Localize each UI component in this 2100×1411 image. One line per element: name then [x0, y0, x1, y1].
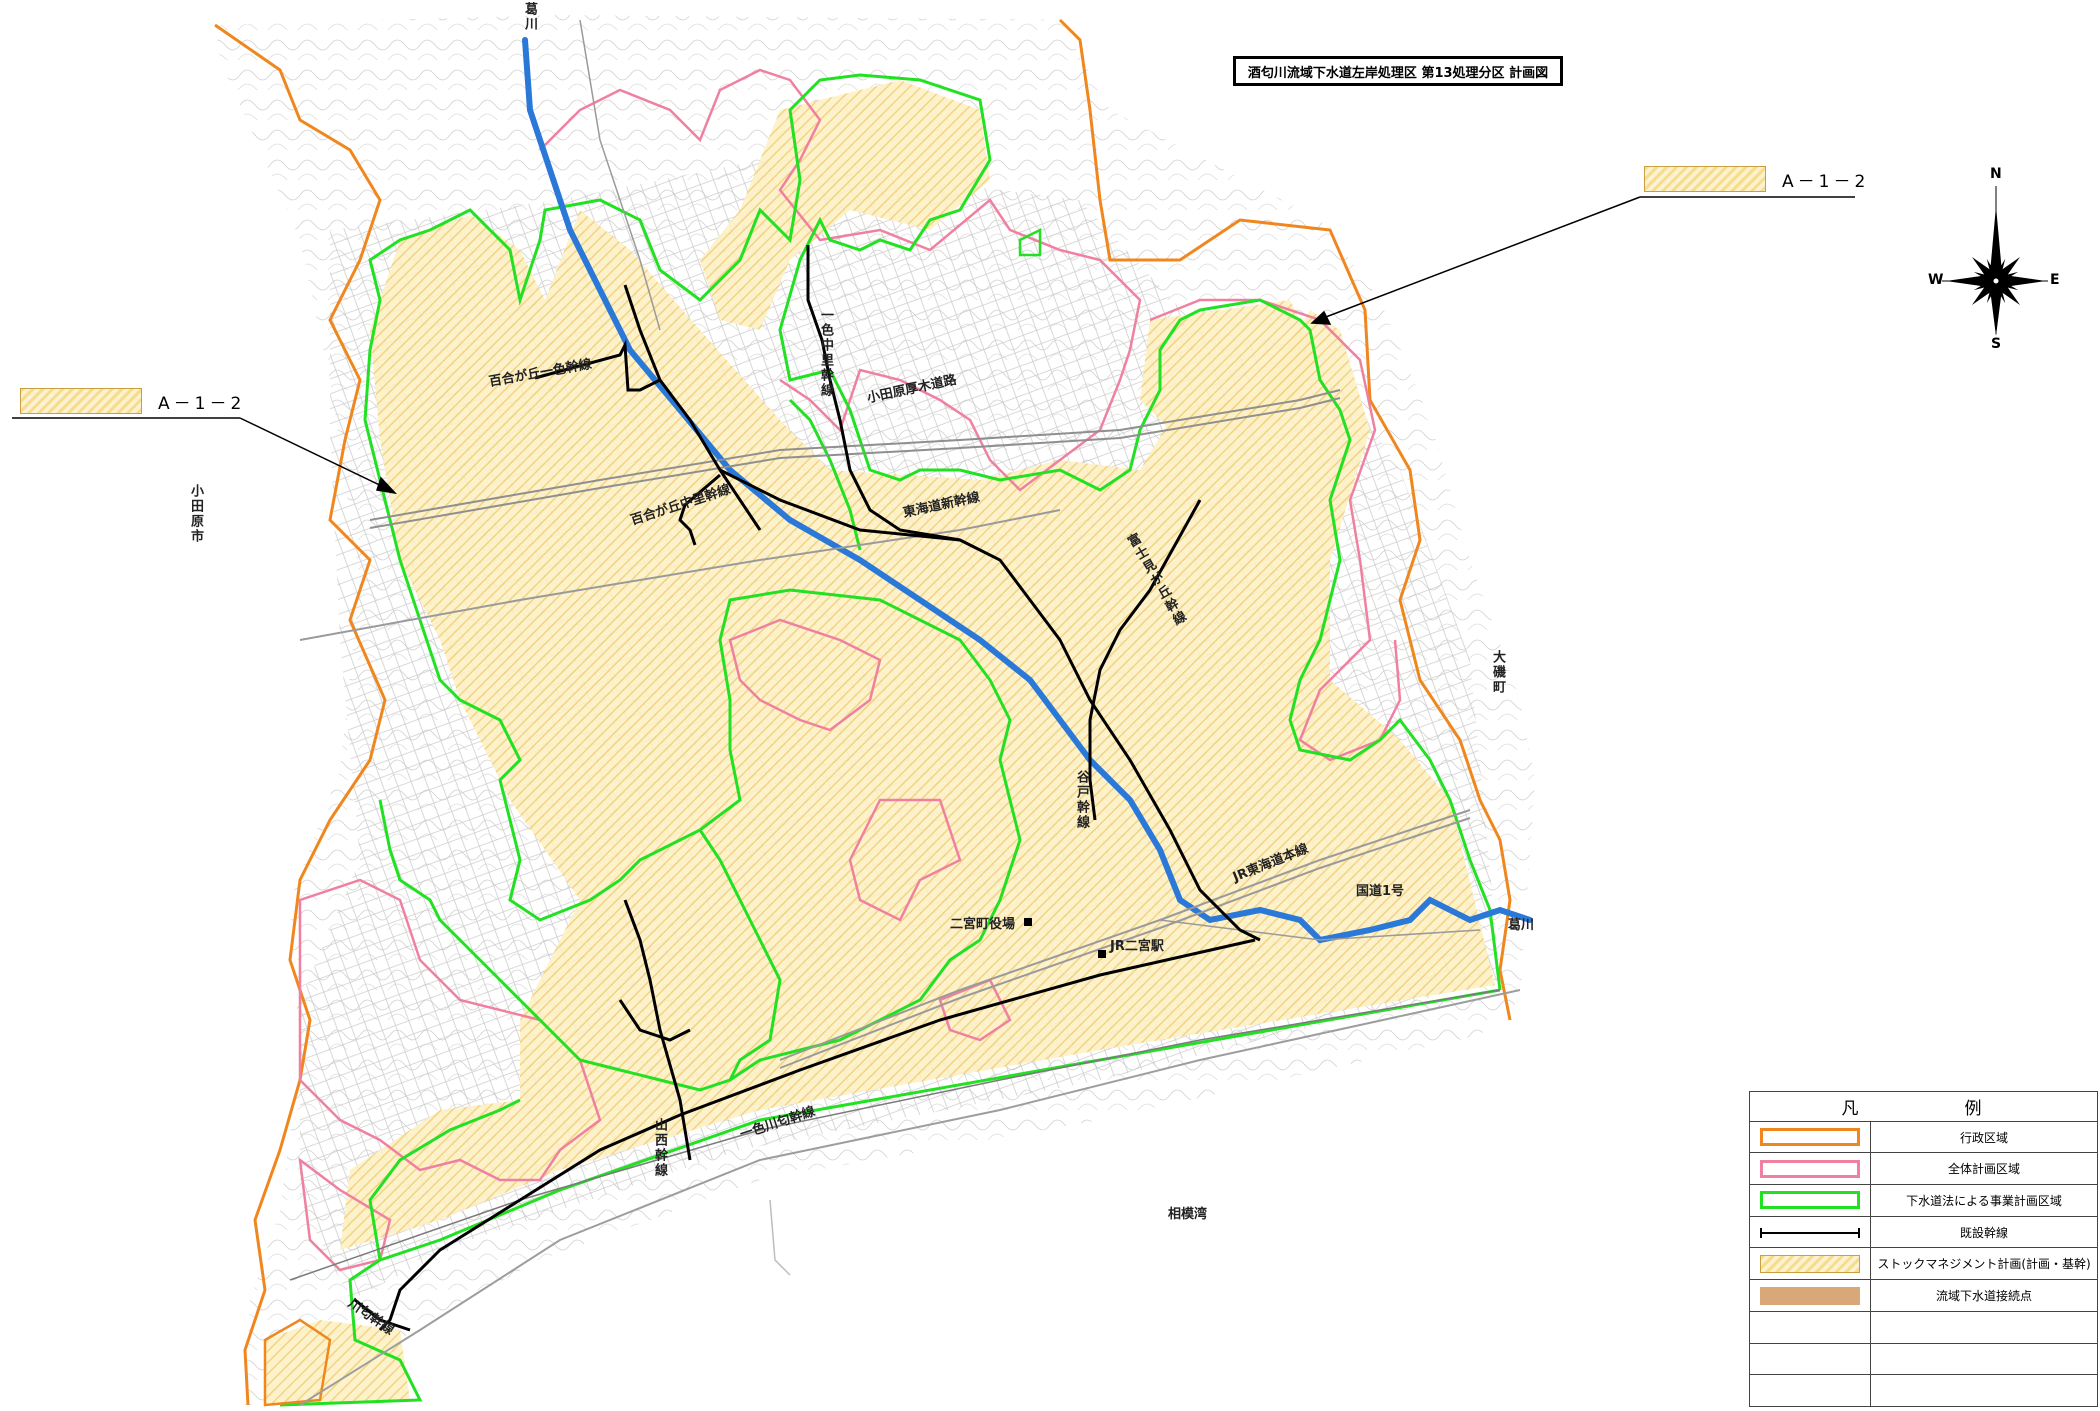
- project-plan-boundary: [263, 73, 1502, 1407]
- administrative-boundary: [214, 18, 1512, 1406]
- compass-west: W: [1928, 272, 1944, 288]
- label-ninomiya-town-hall: 二宮町役場: [950, 917, 1016, 932]
- legend-label-admin: 行政区域: [1870, 1120, 2098, 1154]
- legend-swatch-plan: [1760, 1159, 1860, 1178]
- roads: [289, 19, 1501, 1281]
- legend-row-stock: ストックマネジメント計画(計画・基幹): [1749, 1247, 2098, 1281]
- map-title: 酒匂川流域下水道左岸処理区 第13処理分区 計画図: [1233, 56, 1563, 86]
- station-marker: [1098, 950, 1106, 958]
- trunk-fujimigaoka: [1088, 499, 1202, 821]
- sheet-swatch-right: [1644, 166, 1766, 192]
- stock-management-areas: [265, 80, 1495, 1405]
- legend-header: 凡 例: [1749, 1091, 2098, 1122]
- trunk-yurigaoka-isshiki: [534, 339, 661, 392]
- label-katsuragawa-right: 葛川: [1508, 918, 1535, 933]
- sheet-label-left-text: A－1－2: [158, 393, 246, 414]
- sheet-label-right-text: A－1－2: [1782, 171, 1870, 192]
- trunk-main-north: [623, 284, 762, 531]
- legend-swatch-trunk: [1760, 1227, 1860, 1238]
- legend-label-plan: 全体計画区域: [1870, 1152, 2098, 1186]
- legend-row-empty: [1749, 1374, 2098, 1407]
- sheet-label-right: A－1－2: [1644, 166, 1869, 192]
- legend-swatch-project: [1760, 1191, 1860, 1210]
- legend-table: 凡 例 行政区域 全体計画区域 下水道法による事業計画区域 既設幹線 ストックマ…: [1749, 1091, 2098, 1407]
- legend-row-empty: [1749, 1310, 2098, 1344]
- trunk-tokaido: [719, 468, 961, 542]
- town-hall-marker: [1024, 918, 1032, 926]
- legend-label-stock: ストックマネジメント計画(計画・基幹): [1870, 1247, 2098, 1281]
- legend-row-trunk: 既設幹線: [1749, 1215, 2098, 1249]
- legend-swatch-admin: [1760, 1128, 1860, 1146]
- legend-label-connection: 流域下水道接続点: [1870, 1279, 2098, 1312]
- compass-east: E: [2050, 272, 2060, 288]
- compass-south: S: [1991, 336, 2002, 352]
- compass-rose: N S W E: [1926, 166, 2066, 356]
- label-jr-ninomiya-station: JR二宮駅: [1110, 939, 1164, 954]
- label-oiso-town: 大磯町: [1490, 650, 1505, 695]
- overall-plan-boundary: [298, 68, 1402, 1272]
- coastline: [299, 989, 1521, 1406]
- trunk-isshiki-nakazato: [806, 245, 1261, 942]
- compass-north: N: [1990, 166, 2002, 182]
- label-odawara-city: 小田原市: [188, 484, 203, 544]
- legend-swatch-stock: [1760, 1254, 1860, 1273]
- existing-trunk-sewers: [354, 245, 1261, 1332]
- legend-row-project: 下水道法による事業計画区域: [1749, 1184, 2098, 1217]
- trunk-isshiki-kawawa: [378, 938, 1256, 1332]
- legend-row-empty: [1749, 1342, 2098, 1376]
- compass-star-icon: [1942, 186, 2048, 336]
- label-route1: 国道1号: [1356, 884, 1405, 899]
- label-tanimachi-trunk: 谷戸幹線: [1074, 770, 1089, 830]
- legend-row-connection: 流域下水道接続点: [1749, 1279, 2098, 1312]
- facility-markers: [1024, 918, 1106, 958]
- sheet-swatch-left: [20, 388, 142, 414]
- sheet-label-left: A－1－2: [20, 388, 245, 414]
- label-sagami-bay: 相模湾: [1168, 1207, 1208, 1222]
- label-isshiki-nakazato-trunk: 一色中里幹線: [818, 308, 833, 398]
- trunk-kawawa: [354, 1298, 411, 1332]
- legend-row-plan: 全体計画区域: [1749, 1152, 2098, 1186]
- trunk-yamanishi: [623, 899, 692, 1161]
- legend-swatch-connection: [1760, 1286, 1860, 1305]
- trunk-yurigaoka-nakazato: [678, 473, 721, 546]
- legend-label-trunk: 既設幹線: [1870, 1215, 2098, 1249]
- label-yamanishi-trunk: 山西幹線: [652, 1118, 667, 1178]
- sheet-leader-arrows: [12, 196, 1855, 495]
- label-katsuragawa-top: 葛川: [522, 2, 537, 32]
- legend-row-admin: 行政区域: [1749, 1120, 2098, 1154]
- trunk-yamanishi-branch: [618, 999, 691, 1042]
- legend-label-project: 下水道法による事業計画区域: [1870, 1184, 2098, 1217]
